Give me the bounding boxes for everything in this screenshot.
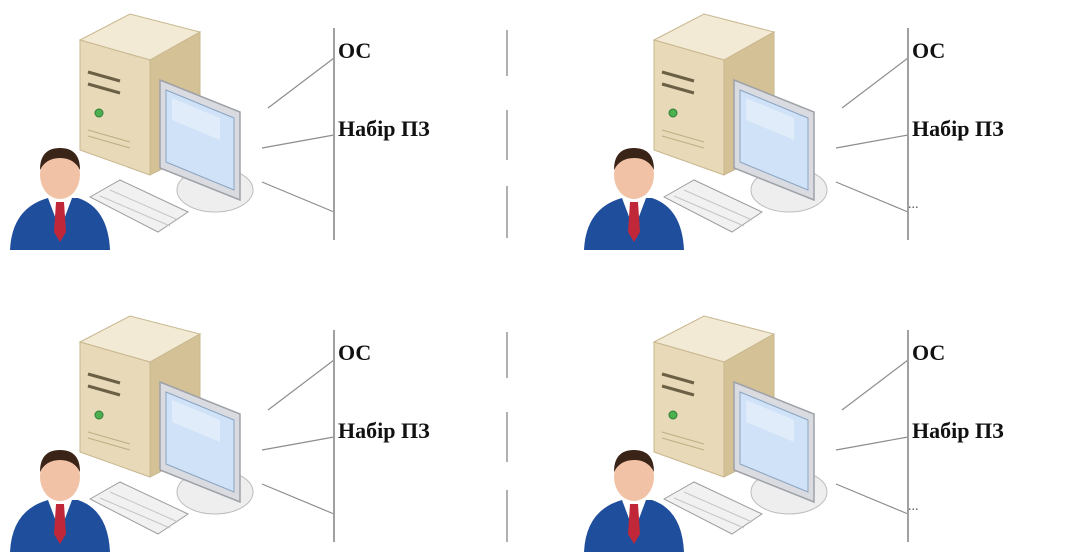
user-avatar-icon bbox=[584, 450, 684, 552]
more-label: ... bbox=[908, 499, 919, 514]
monitor-icon bbox=[159, 380, 254, 515]
connector-lines bbox=[835, 359, 909, 515]
monitor-icon bbox=[159, 78, 254, 213]
user-avatar-icon bbox=[10, 450, 110, 552]
keyboard-icon bbox=[88, 179, 190, 233]
os-label: ОС bbox=[338, 340, 372, 365]
workstation-2: ОС Набір ПЗ ... bbox=[574, 0, 1044, 250]
monitor-icon bbox=[733, 78, 828, 213]
connector-lines bbox=[261, 359, 335, 515]
more-label: ... bbox=[908, 197, 919, 212]
workstation-illustration bbox=[584, 13, 909, 250]
workstation-illustration bbox=[10, 315, 335, 552]
keyboard-icon bbox=[88, 481, 190, 535]
os-label: ОС bbox=[912, 340, 946, 365]
column-separator-bottom-2 bbox=[506, 412, 508, 462]
keyboard-icon bbox=[662, 481, 764, 535]
os-label: ОС bbox=[338, 38, 372, 63]
keyboard-icon bbox=[662, 179, 764, 233]
column-separator-top-1 bbox=[506, 30, 508, 76]
column-separator-bottom-1 bbox=[506, 332, 508, 378]
column-separator-top-3 bbox=[506, 186, 508, 238]
workstation-illustration bbox=[10, 13, 335, 250]
connector-lines bbox=[261, 57, 335, 213]
column-separator-top-2 bbox=[506, 110, 508, 160]
user-avatar-icon bbox=[584, 148, 684, 250]
workstation-illustration bbox=[584, 315, 909, 552]
software-set-label: Набір ПЗ bbox=[912, 418, 1004, 443]
software-set-label: Набір ПЗ bbox=[912, 116, 1004, 141]
os-label: ОС bbox=[912, 38, 946, 63]
workstation-1: ОС Набір ПЗ bbox=[0, 0, 470, 250]
workstation-3: ОС Набір ПЗ bbox=[0, 302, 470, 552]
software-set-label: Набір ПЗ bbox=[338, 418, 430, 443]
user-avatar-icon bbox=[10, 148, 110, 250]
column-separator-bottom-3 bbox=[506, 490, 508, 542]
software-set-label: Набір ПЗ bbox=[338, 116, 430, 141]
monitor-icon bbox=[733, 380, 828, 515]
workstation-4: ОС Набір ПЗ ... bbox=[574, 302, 1044, 552]
connector-lines bbox=[835, 57, 909, 213]
